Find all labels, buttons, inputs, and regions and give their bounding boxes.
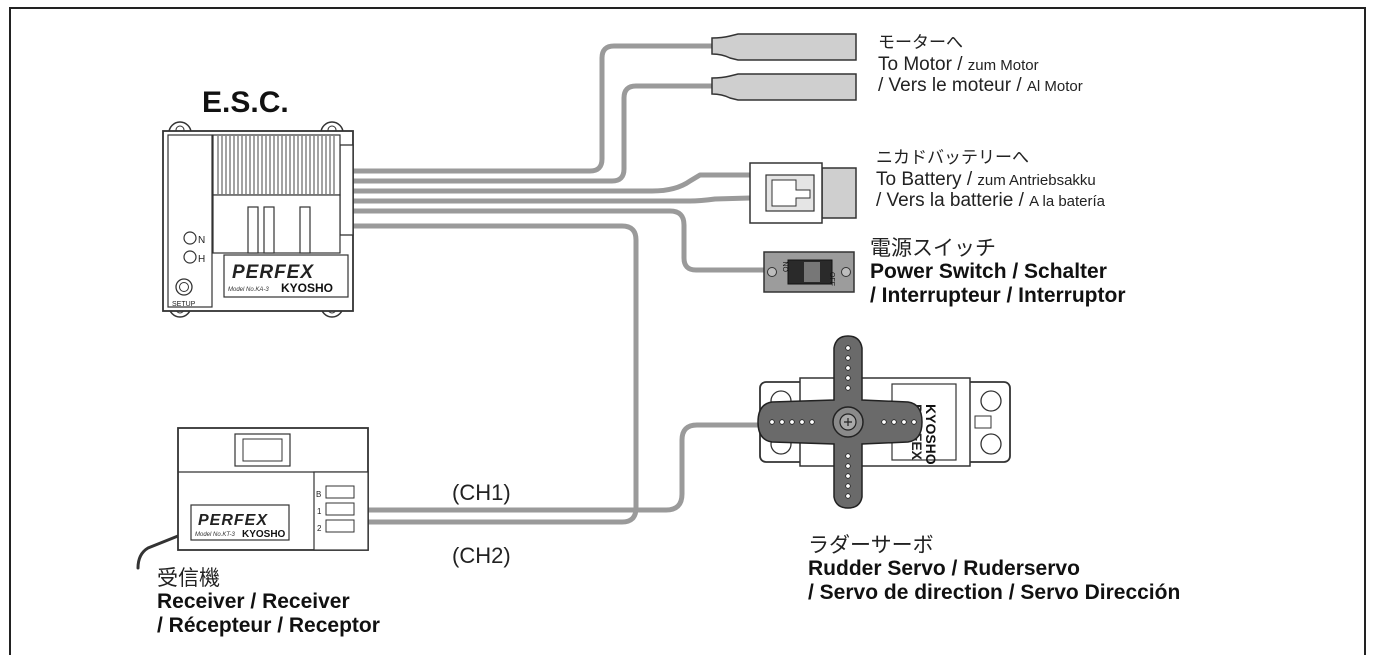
motor-label-jp: モーターへ — [878, 33, 963, 53]
motor-label: モーターへ To Motor / zum Motor / Vers le mot… — [878, 33, 1083, 97]
motor-connector-b — [711, 73, 857, 101]
battery-label-line2-main: / Vers la batterie / — [876, 190, 1030, 212]
motor-label-line2: / Vers le moteur / Al Motor — [878, 75, 1083, 97]
diagram-frame — [9, 7, 1366, 655]
esc-h-text: H — [198, 254, 205, 265]
ch1-label: (CH1) — [452, 480, 511, 505]
battery-label: ニカドバッテリーへ To Battery / zum Antriebsakku … — [876, 148, 1105, 212]
motor-label-line1-small: zum Motor — [967, 56, 1039, 74]
motor-wire-b — [349, 83, 715, 184]
antenna-wire — [136, 534, 180, 570]
battery-label-line1-main: To Battery / — [876, 168, 978, 190]
esc-maker-logo: KYOSHO — [281, 281, 333, 295]
battery-label-line1: To Battery / zum Antriebsakku — [876, 169, 1105, 191]
servo-label-jp: ラダーサーボ — [808, 533, 934, 557]
ch2-wire — [341, 223, 639, 525]
battery-wire-b — [349, 195, 753, 204]
receiver-port-2: 2 — [317, 524, 322, 533]
power-switch-label: 電源スイッチ Power Switch / Schalter / Interru… — [870, 236, 1126, 308]
motor-label-line1: To Motor / zum Motor — [878, 54, 1083, 76]
esc-model-no: Model No.KA-3 — [228, 287, 269, 293]
receiver-port-1: 1 — [317, 507, 322, 516]
motor-wire-a — [349, 43, 715, 174]
receiver-label-line2: / Récepteur / Receptor — [157, 614, 380, 638]
esc-setup-text: SETUP — [172, 301, 196, 308]
receiver-unit: B 1 2 PERFEX Model No.KT-3 KYOSHO — [177, 427, 369, 551]
servo-unit: PERFEX KYOSHO — [757, 335, 1011, 509]
servo-maker-logo: KYOSHO — [923, 404, 939, 465]
servo-label-line2: / Servo de direction / Servo Dirección — [808, 581, 1181, 605]
receiver-brand-logo: PERFEX — [198, 512, 268, 529]
switch-on-text: ON — [783, 262, 790, 273]
battery-connector — [749, 162, 857, 224]
esc-n-indicator — [183, 231, 197, 245]
switch-wire — [349, 208, 767, 273]
motor-label-line2-main: / Vers le moteur / — [878, 75, 1027, 97]
motor-connector-a — [711, 33, 857, 61]
servo-label-line1: Rudder Servo / Ruderservo — [808, 557, 1080, 581]
motor-label-line1-main: To Motor / — [878, 53, 968, 75]
motor-connectors — [711, 33, 857, 101]
esc-brand-logo: PERFEX — [232, 262, 314, 283]
esc-unit: N H SETUP PERFEX Model No.KA-3 KYOSHO — [162, 121, 354, 318]
power-switch-label-jp: 電源スイッチ — [870, 236, 996, 260]
battery-label-line2-small: A la batería — [1029, 193, 1106, 211]
receiver-label-line1: Receiver / Receiver — [157, 590, 350, 614]
receiver-model-no: Model No.KT-3 — [195, 532, 235, 538]
ch2-label: (CH2) — [452, 543, 511, 568]
esc-title: E.S.C. — [202, 86, 289, 119]
battery-label-line2: / Vers la batterie / A la batería — [876, 190, 1105, 212]
battery-wire-a — [349, 172, 753, 194]
esc-n-text: N — [198, 235, 205, 246]
ch1-wire — [341, 422, 783, 513]
receiver-label-jp: 受信機 — [157, 566, 220, 590]
esc-h-indicator — [183, 250, 197, 264]
battery-label-jp: ニカドバッテリーへ — [876, 148, 1029, 168]
heatsink-fins — [217, 136, 335, 194]
receiver-label: 受信機 Receiver / Receiver / Récepteur / Re… — [157, 566, 380, 638]
wires — [136, 43, 783, 570]
power-switch-label-line2: / Interrupteur / Interruptor — [870, 284, 1126, 308]
receiver-port-b: B — [316, 490, 321, 499]
switch-off-text: OFF — [828, 272, 835, 286]
horn-holes — [769, 345, 917, 499]
motor-label-line2-small: Al Motor — [1026, 78, 1083, 96]
receiver-maker-logo: KYOSHO — [242, 529, 286, 540]
power-switch-device: ON OFF — [763, 251, 855, 293]
power-switch-label-line1: Power Switch / Schalter — [870, 260, 1107, 284]
battery-label-line1-small: zum Antriebsakku — [977, 171, 1096, 189]
servo-label: ラダーサーボ Rudder Servo / Ruderservo / Servo… — [808, 533, 1180, 605]
